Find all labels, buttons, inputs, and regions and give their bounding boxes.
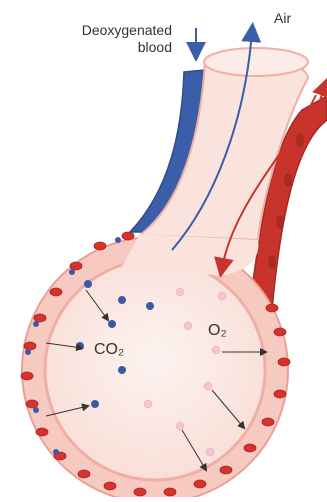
deoxygenated-label-line1: Deoxygenated [32, 22, 172, 39]
alveolus-neck [120, 234, 258, 275]
co2-label: CO₂ [94, 341, 124, 358]
air-label: Air [274, 10, 291, 27]
deoxygenated-blood-label: Deoxygenated blood [32, 22, 172, 56]
alveolus [45, 260, 265, 480]
deoxygenated-label-line2: blood [32, 39, 172, 56]
o2-label: O₂ [208, 322, 227, 339]
airway-opening [204, 48, 308, 76]
